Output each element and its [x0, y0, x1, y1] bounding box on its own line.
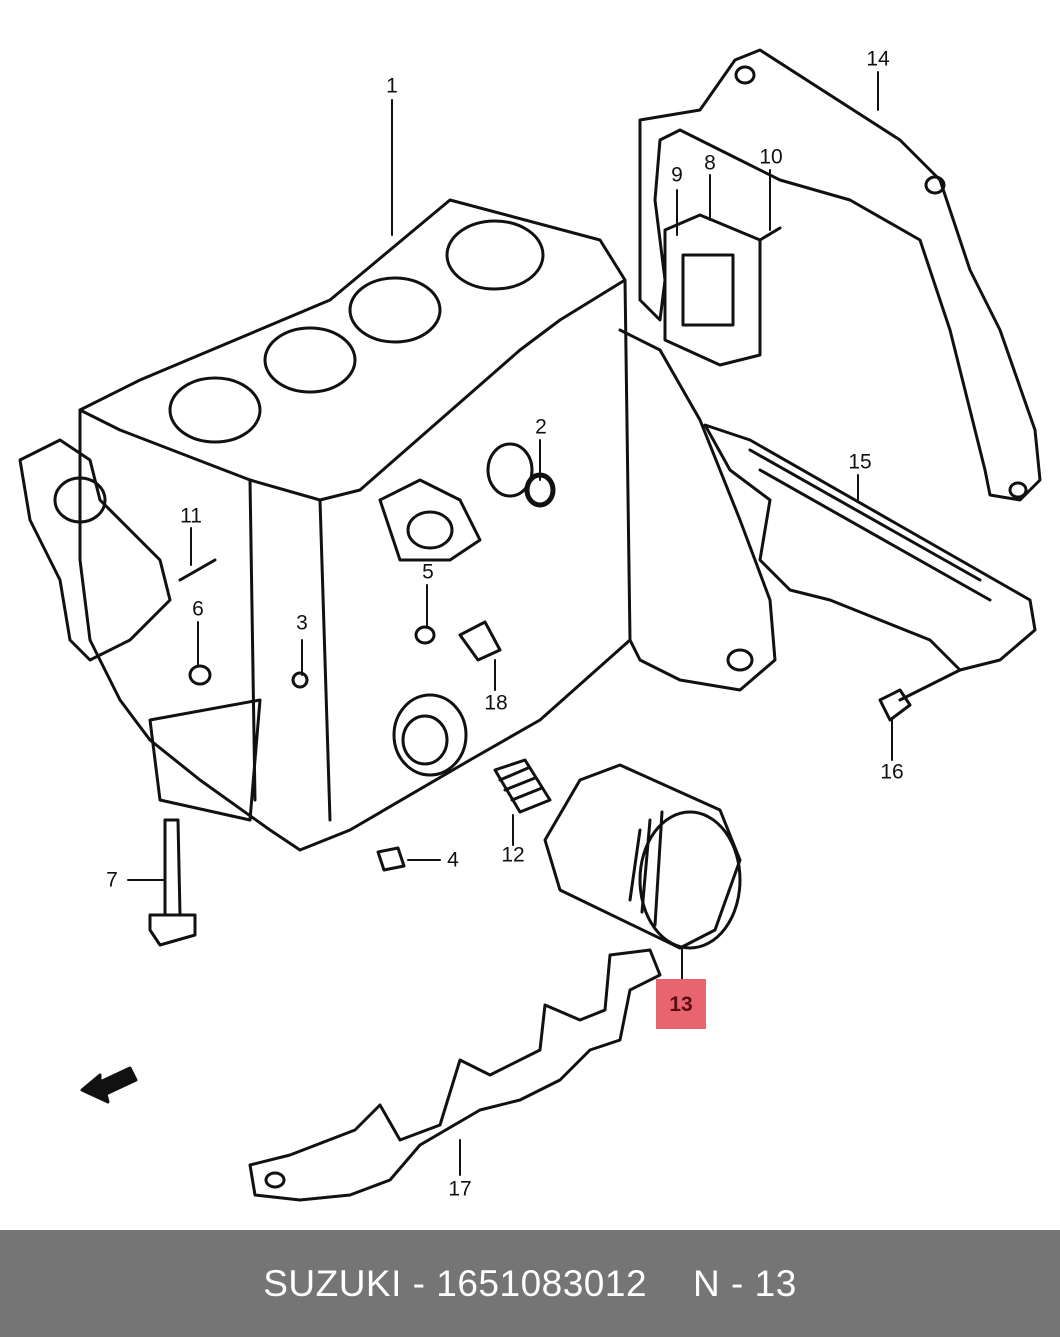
- bracket-part-17: [248, 948, 662, 1202]
- cylinder-block: [18, 198, 632, 852]
- callout-9: 9: [671, 163, 683, 187]
- sensor-part-18: [458, 620, 502, 662]
- stud-bolt-part-7: [148, 818, 197, 947]
- oil-filter-part-13: [543, 763, 742, 950]
- callout-5: 5: [422, 560, 434, 584]
- bolt-part-10: [758, 226, 782, 242]
- bolt-part-16: [878, 668, 962, 722]
- leader-lines: [127, 71, 893, 1176]
- bolt-part-11: [178, 558, 217, 582]
- plug-part-3: [291, 671, 309, 689]
- plug-part-4: [376, 846, 406, 872]
- callout-11: 11: [180, 504, 202, 528]
- callout-14: 14: [866, 47, 890, 71]
- part-caption-bar: SUZUKI - 1651083012 N - 13: [0, 1230, 1060, 1337]
- callout-3: 3: [296, 611, 308, 635]
- brand-label: SUZUKI: [263, 1262, 402, 1304]
- plug-part-6: [188, 664, 212, 686]
- callout-17: 17: [448, 1177, 472, 1201]
- callout-13-highlighted[interactable]: 13: [656, 979, 706, 1029]
- callout-7: 7: [106, 868, 118, 892]
- callout-2: 2: [535, 415, 547, 439]
- callout-8: 8: [704, 151, 716, 175]
- plug-part-5: [414, 625, 436, 645]
- engine-block-exploded-diagram: [18, 48, 1042, 1202]
- callout-6: 6: [192, 597, 204, 621]
- callout-16: 16: [880, 760, 904, 784]
- union-bolt-part-12: [493, 758, 552, 814]
- callout-4: 4: [447, 848, 459, 872]
- gasket-part-14: [638, 48, 1042, 502]
- block-side-plate: [618, 328, 777, 692]
- cover-plate-part-8: [663, 213, 762, 367]
- callout-10: 10: [759, 145, 783, 169]
- part-number: 1651083012: [436, 1262, 648, 1304]
- caption-dash: -: [412, 1262, 426, 1304]
- callout-18: 18: [484, 691, 508, 715]
- baffle-part-15: [703, 423, 1037, 672]
- front-arrow-icon: [80, 1066, 138, 1104]
- diagram-position: N - 13: [693, 1262, 797, 1304]
- callout-15: 15: [848, 450, 872, 474]
- callout-12: 12: [501, 843, 525, 867]
- callout-1: 1: [386, 74, 398, 98]
